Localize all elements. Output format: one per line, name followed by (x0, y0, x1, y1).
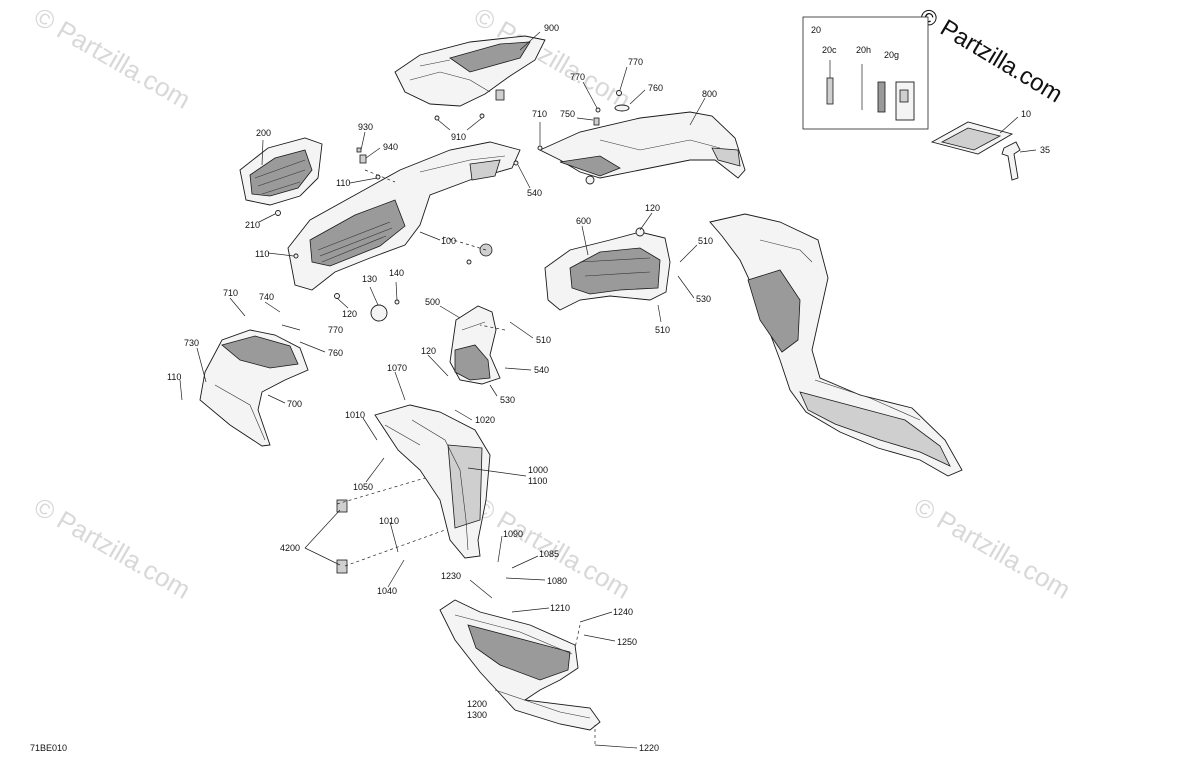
part-100-front-fascia (287, 141, 521, 291)
callout-1040: 1040 (377, 586, 397, 596)
part-1200-rocker-panel (439, 599, 601, 731)
callout-210: 210 (245, 220, 260, 230)
callout-530-a: 530 (696, 294, 711, 304)
part-35-wrench (1001, 141, 1021, 181)
callout-1210: 1210 (550, 603, 570, 613)
watermark-bottom-center: © Partzilla.com (469, 491, 636, 605)
callout-1070: 1070 (387, 363, 407, 373)
callout-35: 35 (1040, 145, 1050, 155)
inset-label-20g: 20g (884, 50, 899, 60)
callout-540-b: 540 (534, 365, 549, 375)
callout-1230: 1230 (441, 571, 461, 581)
inset-label-20: 20 (811, 25, 821, 35)
callout-710-b: 710 (223, 288, 238, 298)
callout-500: 500 (425, 297, 440, 307)
callout-770-c: 770 (328, 325, 343, 335)
callout-130: 130 (362, 274, 377, 284)
callout-740: 740 (259, 292, 274, 302)
part-10-manual (930, 121, 1014, 155)
callout-700: 700 (287, 399, 302, 409)
callout-910: 910 (451, 132, 466, 142)
callout-100: 100 (441, 236, 456, 246)
callout-930: 930 (358, 122, 373, 132)
callout-540-a: 540 (527, 188, 542, 198)
callout-940: 940 (383, 142, 398, 152)
brand-logo: © Partzilla.com (915, 3, 1067, 108)
callout-110-c: 110 (167, 372, 181, 382)
callout-120-c: 120 (421, 346, 436, 356)
callout-1000: 1000 (528, 465, 548, 475)
callout-10: 10 (1021, 109, 1031, 119)
callout-110-a: 110 (336, 178, 350, 188)
part-800-upper-panel (538, 111, 746, 185)
brand-name: Partzilla.com (935, 14, 1067, 108)
callout-1200: 1200 (467, 699, 487, 709)
callout-1240: 1240 (613, 607, 633, 617)
watermark-bottom-left: © Partzilla.com (29, 491, 196, 605)
leader-lines (179, 31, 1037, 749)
watermark-top-left: © Partzilla.com (29, 1, 196, 115)
callout-770-b: 770 (628, 57, 643, 67)
alignment-lines (336, 169, 596, 744)
callout-1020: 1020 (475, 415, 495, 425)
callout-110-b: 110 (255, 249, 269, 259)
inset-label-20h: 20h (856, 45, 871, 55)
callout-labels: 900 910 770 770 760 750 710 800 540 200 … (30, 23, 1050, 753)
watermark-bottom-right: © Partzilla.com (909, 491, 1076, 605)
callout-1085: 1085 (539, 549, 559, 559)
callout-770-a: 770 (570, 72, 585, 82)
callout-900: 900 (544, 23, 559, 33)
part-900-hood-cover (394, 35, 546, 107)
callout-200: 200 (256, 128, 271, 138)
callout-1100: 1100 (528, 476, 547, 486)
callout-760-a: 760 (648, 83, 663, 93)
inset-box-20 (802, 16, 929, 130)
part-600-fender-liner (544, 227, 671, 311)
callout-600: 600 (576, 216, 591, 226)
callout-1010-a: 1010 (345, 410, 365, 420)
part-4200-clips (336, 499, 348, 574)
callout-1300: 1300 (467, 710, 487, 720)
callout-800: 800 (702, 89, 717, 99)
callout-530-b: 530 (500, 395, 515, 405)
callout-510-c: 510 (536, 335, 551, 345)
part-500-bracket (449, 305, 501, 385)
part-side-body-panel (709, 213, 963, 477)
callout-1250: 1250 (617, 637, 637, 647)
callout-120-a: 120 (342, 309, 357, 319)
callout-510-a: 510 (698, 236, 713, 246)
inset-label-20c: 20c (822, 45, 837, 55)
callout-1220: 1220 (639, 743, 659, 753)
callout-510-b: 510 (655, 325, 670, 335)
figure-id: 71BE010 (30, 743, 67, 753)
callout-710-a: 710 (532, 109, 547, 119)
callout-120-b: 120 (645, 203, 660, 213)
callout-1090: 1090 (503, 529, 523, 539)
part-1000-pillar (374, 404, 491, 559)
callout-1080: 1080 (547, 576, 567, 586)
part-700-side-panel (199, 329, 309, 447)
callout-750: 750 (560, 109, 575, 119)
callout-760-b: 760 (328, 348, 343, 358)
callout-4200: 4200 (280, 543, 300, 553)
part-200-grille (239, 137, 323, 206)
callout-140: 140 (389, 268, 404, 278)
callout-730: 730 (184, 338, 199, 348)
callout-1010-b: 1010 (379, 516, 399, 526)
callout-1050: 1050 (353, 482, 373, 492)
